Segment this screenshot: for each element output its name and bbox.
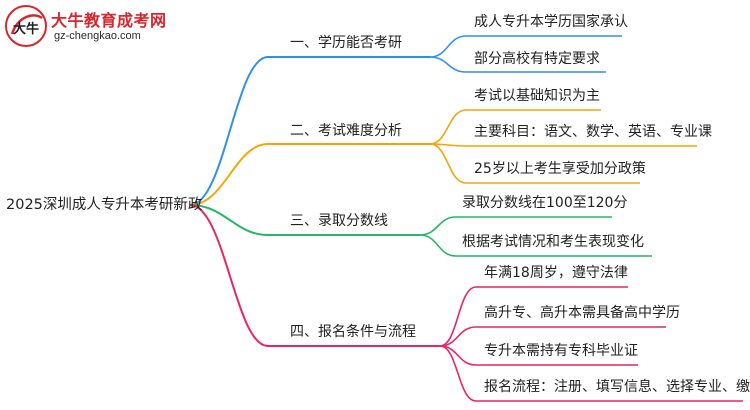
leaf-3-1: 录取分数线在100至120分 [462,195,628,211]
connector-branch-4-leaf-1 [439,286,477,347]
leaf-2-1: 考试以基础知识为主 [474,88,600,104]
leaf-4-3: 专升本需持有专科毕业证 [484,343,638,359]
branch-label-4: 四、报名条件与流程 [290,324,416,340]
branch-label-3: 三、录取分数线 [290,213,388,229]
root-node: 2025深圳成人专升本考研新政 [6,197,203,213]
connector-branch-4-leaf-4 [439,345,477,402]
connector-branch-2-leaf-1 [429,109,467,145]
logo-mark-icon: 大牛 [5,5,47,47]
connector-root-branch-4 [189,204,269,347]
connector-root-branch-1 [189,56,269,206]
connector-branch-1-leaf-2 [429,56,467,73]
branch-label-1: 一、学历能否考研 [290,35,402,51]
logo-url: gz-chengkao.com [54,30,141,42]
leaf-3-2: 根据考试情况和考生表现变化 [462,234,644,250]
leaf-1-1: 成人专升本学历国家承认 [474,14,628,30]
connector-branch-1-leaf-1 [429,35,467,58]
logo-mark-text: 大牛 [13,21,39,37]
connector-branch-3-leaf-1 [419,216,457,236]
connector-root-branch-3 [189,204,269,236]
connector-branch-4-leaf-2 [439,326,477,347]
branch-label-2: 二、考试难度分析 [290,123,402,139]
leaf-4-4: 报名流程：注册、填写信息、选择专业、缴费 [484,379,750,395]
leaf-4-2: 高升专、高升本需具备高中学历 [484,305,680,321]
leaf-2-2: 主要科目：语文、数学、英语、专业课 [474,124,712,140]
connector-root-branch-2 [189,143,269,206]
leaf-1-2: 部分高校有特定要求 [474,51,600,67]
connector-branch-2-leaf-3 [429,143,467,184]
connector-branch-3-leaf-2 [419,234,457,257]
leaf-4-1: 年满18周岁，遵守法律 [484,265,628,281]
site-logo[interactable]: 大牛 大牛教育成考网 gz-chengkao.com [4,4,204,52]
leaf-2-3: 25岁以上考生享受加分政策 [474,161,646,177]
logo-title: 大牛教育成考网 [51,11,167,30]
